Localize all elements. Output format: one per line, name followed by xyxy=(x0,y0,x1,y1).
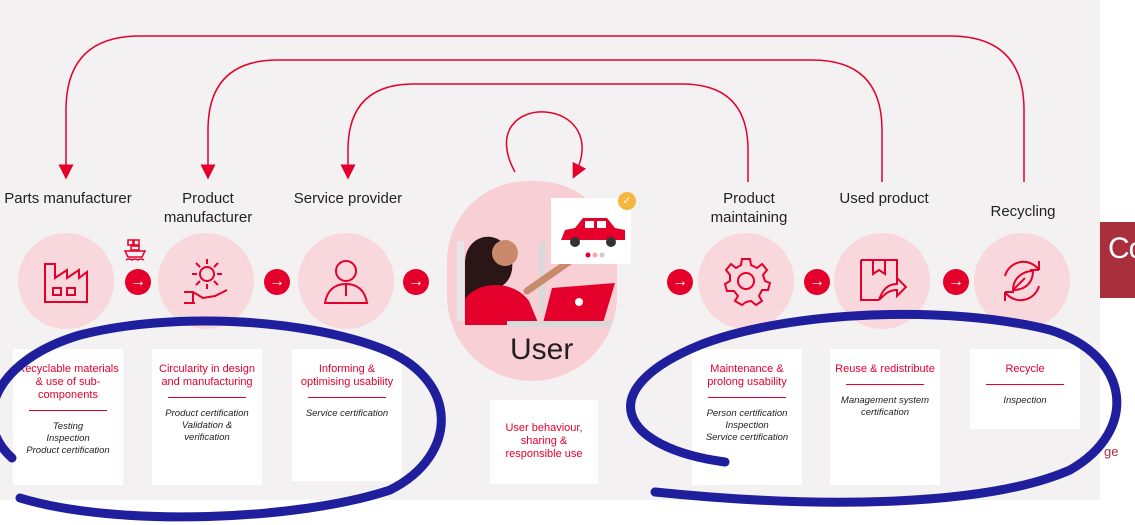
flow-arrow-6: → xyxy=(943,269,969,295)
service-item: Management system certification xyxy=(840,395,930,418)
card-title: Recycle xyxy=(1005,363,1045,375)
person-icon xyxy=(323,260,369,304)
card-title: Recyclable materials & use of sub-compon… xyxy=(17,363,119,401)
check-badge-icon: ✓ xyxy=(618,192,636,210)
stage-circle-parts xyxy=(18,233,114,329)
stage-circle-service-provider xyxy=(298,233,394,329)
annotation-ellipse-right xyxy=(626,309,1122,507)
gear-icon xyxy=(723,258,771,306)
service-item: Inspection xyxy=(725,420,769,431)
loop-arrow-recycling-to-parts xyxy=(58,35,1025,182)
side-banner: Co xyxy=(1100,222,1135,298)
service-item: Service certification xyxy=(305,408,389,419)
card-title: User behaviour, sharing & responsible us… xyxy=(505,422,583,460)
user-illustration xyxy=(457,236,615,327)
side-text-fragment: ge xyxy=(1104,444,1119,459)
stage-circle-recycling xyxy=(974,233,1070,329)
card-service-provider: Informing & optimising usability Service… xyxy=(292,349,402,481)
service-item: Inspection xyxy=(1003,395,1047,406)
stage-title-parts: Parts manufacturer xyxy=(4,190,132,207)
loop-arrow-user-self xyxy=(505,111,587,179)
card-product-manufacturer: Circularity in design and manufacturing … xyxy=(152,349,262,485)
service-item: Testing xyxy=(52,421,84,432)
card-title: Reuse & redistribute xyxy=(835,363,935,375)
loop-arrow-used-to-product xyxy=(200,59,883,182)
card-title: Informing & optimising usability xyxy=(300,363,394,388)
feedback-loop-arrows xyxy=(58,35,1025,182)
stage-title-service-provider: Service provider xyxy=(293,190,403,207)
service-item: Inspection xyxy=(46,433,90,444)
service-item: Product certification xyxy=(165,408,249,419)
hand-gear-icon xyxy=(184,259,228,304)
card-user: User behaviour, sharing & responsible us… xyxy=(490,400,598,484)
circular-economy-diagram: Parts manufacturer Product manufacturer … xyxy=(0,0,1100,500)
side-banner-text: Co xyxy=(1108,232,1135,265)
flow-arrow-1: → xyxy=(125,269,151,295)
car-icon xyxy=(551,198,631,264)
card-title: Maintenance & prolong usability xyxy=(707,363,787,388)
flow-arrow-2: → xyxy=(264,269,290,295)
flow-arrow-4: → xyxy=(667,269,693,295)
stage-title-recycling: Recycling xyxy=(990,203,1056,220)
card-title: Circularity in design and manufacturing xyxy=(159,363,255,388)
card-parts: Recyclable materials & use of sub-compon… xyxy=(13,349,123,485)
stage-title-product-maintaining: Product maintaining xyxy=(710,190,788,226)
service-item: Service certification xyxy=(705,432,789,443)
ship-icon xyxy=(123,239,147,261)
stage-circle-product-manufacturer xyxy=(158,233,254,329)
annotation-ellipse-left xyxy=(0,316,446,522)
stage-title-used-product: Used product xyxy=(839,190,929,207)
recycle-leaf-icon xyxy=(1004,260,1040,302)
card-used-product: Reuse & redistribute Management system c… xyxy=(830,349,940,485)
stage-circle-product-maintaining xyxy=(698,233,794,329)
flow-arrow-3: → xyxy=(403,269,429,295)
loop-arrow-maintaining-to-service xyxy=(340,83,749,182)
card-recycling: Recycle Inspection xyxy=(970,349,1080,429)
service-item: Validation & verification xyxy=(181,420,233,443)
flow-arrow-5: → xyxy=(804,269,830,295)
factory-icon xyxy=(44,263,88,303)
box-arrow-icon xyxy=(860,259,907,301)
service-item: Person certification xyxy=(706,408,788,419)
service-item: Product certification xyxy=(26,445,110,456)
user-label: User xyxy=(510,333,574,366)
stage-title-product-manufacturer: Product manufacturer xyxy=(163,190,253,226)
